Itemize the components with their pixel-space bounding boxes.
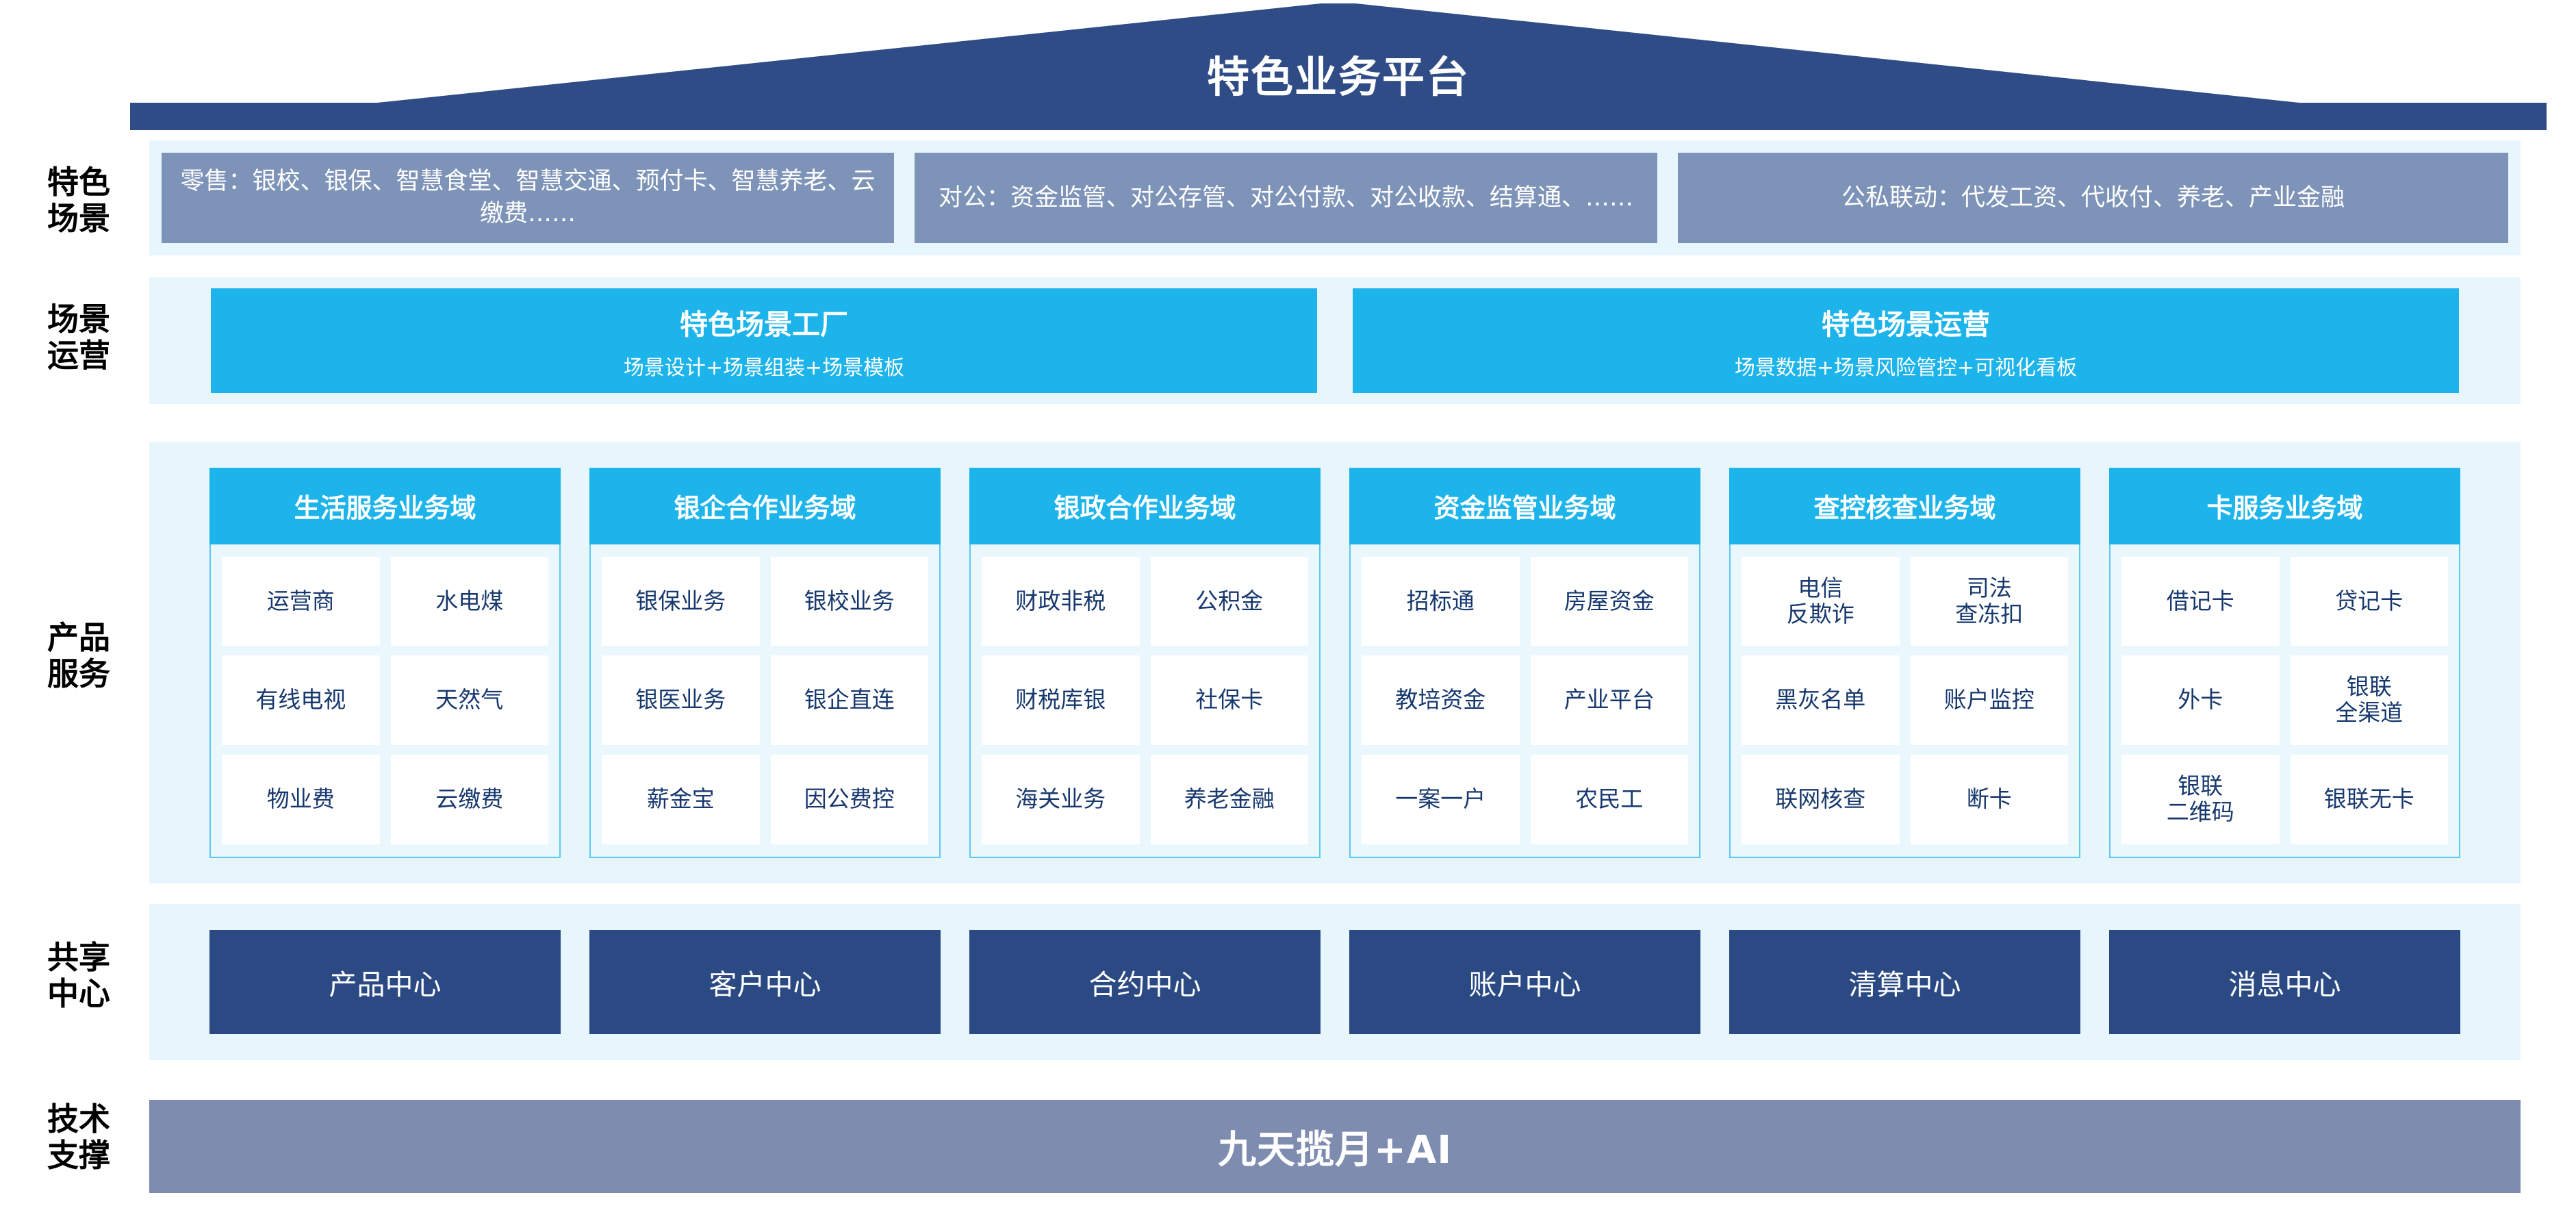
product-service-cell[interactable]: 房屋资金 — [1530, 556, 1688, 646]
product-domain-column: 查控核查业务域电信 反欺诈司法 查冻扣黑灰名单账户监控联网核查断卡 — [1729, 467, 2080, 858]
product-domain-column: 银政合作业务域财政非税公积金财税库银社保卡海关业务养老金融 — [969, 467, 1321, 858]
scene-box-retail[interactable]: 零售：银校、银保、智慧食堂、智慧交通、预付卡、智慧养老、云缴费…… — [162, 153, 894, 243]
shared-center-row: 产品中心客户中心合约中心账户中心清算中心消息中心 — [149, 904, 2521, 1060]
product-service-cell[interactable]: 天然气 — [390, 655, 548, 745]
tech-support-bar[interactable]: 九天揽月+AI — [149, 1100, 2521, 1193]
shared-center-box[interactable]: 合约中心 — [969, 930, 1321, 1034]
product-service-cell[interactable]: 银医业务 — [602, 655, 760, 745]
scene-box-corporate[interactable]: 对公：资金监管、对公存管、对公付款、对公收款、结算通、…… — [915, 153, 1657, 243]
product-domain-grid: 借记卡贷记卡外卡银联 全渠道银联 二维码银联无卡 — [2109, 544, 2460, 858]
product-row: 生活服务业务域运营商水电煤有线电视天然气物业费云缴费银企合作业务域银保业务银校业… — [149, 442, 2521, 883]
product-service-cell[interactable]: 教培资金 — [1362, 655, 1520, 745]
product-service-cell[interactable]: 银企直连 — [770, 655, 928, 745]
product-domain-title[interactable]: 卡服务业务域 — [2109, 467, 2460, 544]
product-domain-column: 银企合作业务域银保业务银校业务银医业务银企直连薪金宝因公费控 — [589, 467, 941, 858]
product-service-cell[interactable]: 借记卡 — [2121, 556, 2280, 646]
product-domain-title[interactable]: 银企合作业务域 — [589, 467, 941, 544]
product-service-cell[interactable]: 银联 全渠道 — [2290, 655, 2448, 745]
product-domain-title[interactable]: 银政合作业务域 — [969, 467, 1321, 544]
product-service-cell[interactable]: 银联无卡 — [2290, 754, 2448, 844]
shared-center-box[interactable]: 产品中心 — [209, 930, 561, 1034]
row-label-scene: 特色 场景 — [47, 164, 110, 238]
product-service-cell[interactable]: 银保业务 — [602, 556, 760, 646]
shared-center-box[interactable]: 消息中心 — [2109, 930, 2460, 1034]
product-domain-grid: 银保业务银校业务银医业务银企直连薪金宝因公费控 — [589, 544, 941, 858]
operation-subtitle: 场景设计+场景组装+场景模板 — [623, 355, 905, 380]
product-service-cell[interactable]: 物业费 — [222, 754, 380, 844]
operation-row: 特色场景工厂 场景设计+场景组装+场景模板 特色场景运营 场景数据+场景风险管控… — [149, 277, 2521, 404]
product-service-cell[interactable]: 外卡 — [2121, 655, 2280, 745]
product-service-cell[interactable]: 产业平台 — [1530, 655, 1688, 745]
product-domain-grid: 财政非税公积金财税库银社保卡海关业务养老金融 — [969, 544, 1321, 858]
product-service-cell[interactable]: 公积金 — [1150, 556, 1308, 646]
product-domain-title[interactable]: 生活服务业务域 — [209, 467, 561, 544]
product-service-cell[interactable]: 一案一户 — [1362, 754, 1520, 844]
product-service-cell[interactable]: 断卡 — [1910, 754, 2068, 844]
product-service-cell[interactable]: 联网核查 — [1742, 754, 1900, 844]
platform-roof: 特色业务平台 — [130, 0, 2547, 130]
product-service-cell[interactable]: 云缴费 — [390, 754, 548, 844]
product-domain-grid: 电信 反欺诈司法 查冻扣黑灰名单账户监控联网核查断卡 — [1729, 544, 2080, 858]
product-domain-column: 资金监管业务域招标通房屋资金教培资金产业平台一案一户农民工 — [1349, 467, 1700, 858]
product-service-cell[interactable]: 司法 查冻扣 — [1910, 556, 2068, 646]
product-service-cell[interactable]: 海关业务 — [982, 754, 1140, 844]
product-service-cell[interactable]: 运营商 — [222, 556, 380, 646]
product-domain-column: 卡服务业务域借记卡贷记卡外卡银联 全渠道银联 二维码银联无卡 — [2109, 467, 2460, 858]
product-service-cell[interactable]: 有线电视 — [222, 655, 380, 745]
product-service-cell[interactable]: 财税库银 — [982, 655, 1140, 745]
operation-box-scene-operation[interactable]: 特色场景运营 场景数据+场景风险管控+可视化看板 — [1353, 288, 2459, 393]
product-service-cell[interactable]: 水电煤 — [390, 556, 548, 646]
product-service-cell[interactable]: 薪金宝 — [602, 754, 760, 844]
row-label-tech: 技术 支撑 — [47, 1101, 110, 1174]
row-label-product: 产品 服务 — [47, 619, 110, 693]
product-service-cell[interactable]: 社保卡 — [1150, 655, 1308, 745]
product-domain-grid: 招标通房屋资金教培资金产业平台一案一户农民工 — [1349, 544, 1700, 858]
operation-title: 特色场景运营 — [1822, 307, 1990, 341]
scene-row: 零售：银校、银保、智慧食堂、智慧交通、预付卡、智慧养老、云缴费…… 对公：资金监… — [149, 140, 2521, 255]
product-service-cell[interactable]: 财政非税 — [982, 556, 1140, 646]
product-service-cell[interactable]: 招标通 — [1362, 556, 1520, 646]
product-domain-grid: 运营商水电煤有线电视天然气物业费云缴费 — [209, 544, 561, 858]
shared-center-box[interactable]: 清算中心 — [1729, 930, 2080, 1034]
product-service-cell[interactable]: 黑灰名单 — [1742, 655, 1900, 745]
product-service-cell[interactable]: 农民工 — [1530, 754, 1688, 844]
page-title: 特色业务平台 — [1206, 52, 1470, 102]
product-service-cell[interactable]: 银校业务 — [770, 556, 928, 646]
shared-center-box[interactable]: 账户中心 — [1349, 930, 1700, 1034]
row-label-shared: 共享 中心 — [47, 939, 110, 1013]
product-domain-title[interactable]: 资金监管业务域 — [1349, 467, 1700, 544]
scene-box-public-private[interactable]: 公私联动：代发工资、代收付、养老、产业金融 — [1678, 153, 2508, 243]
shared-center-box[interactable]: 客户中心 — [589, 930, 941, 1034]
row-label-operation: 场景 运营 — [47, 301, 110, 375]
product-service-cell[interactable]: 银联 二维码 — [2121, 754, 2280, 844]
product-service-cell[interactable]: 电信 反欺诈 — [1742, 556, 1900, 646]
product-domain-title[interactable]: 查控核查业务域 — [1729, 467, 2080, 544]
product-service-cell[interactable]: 养老金融 — [1150, 754, 1308, 844]
product-service-cell[interactable]: 贷记卡 — [2290, 556, 2448, 646]
operation-title: 特色场景工厂 — [680, 307, 848, 341]
product-service-cell[interactable]: 因公费控 — [770, 754, 928, 844]
product-domain-column: 生活服务业务域运营商水电煤有线电视天然气物业费云缴费 — [209, 467, 561, 858]
operation-box-scene-factory[interactable]: 特色场景工厂 场景设计+场景组装+场景模板 — [211, 288, 1317, 393]
operation-subtitle: 场景数据+场景风险管控+可视化看板 — [1734, 355, 2078, 380]
product-service-cell[interactable]: 账户监控 — [1910, 655, 2068, 745]
